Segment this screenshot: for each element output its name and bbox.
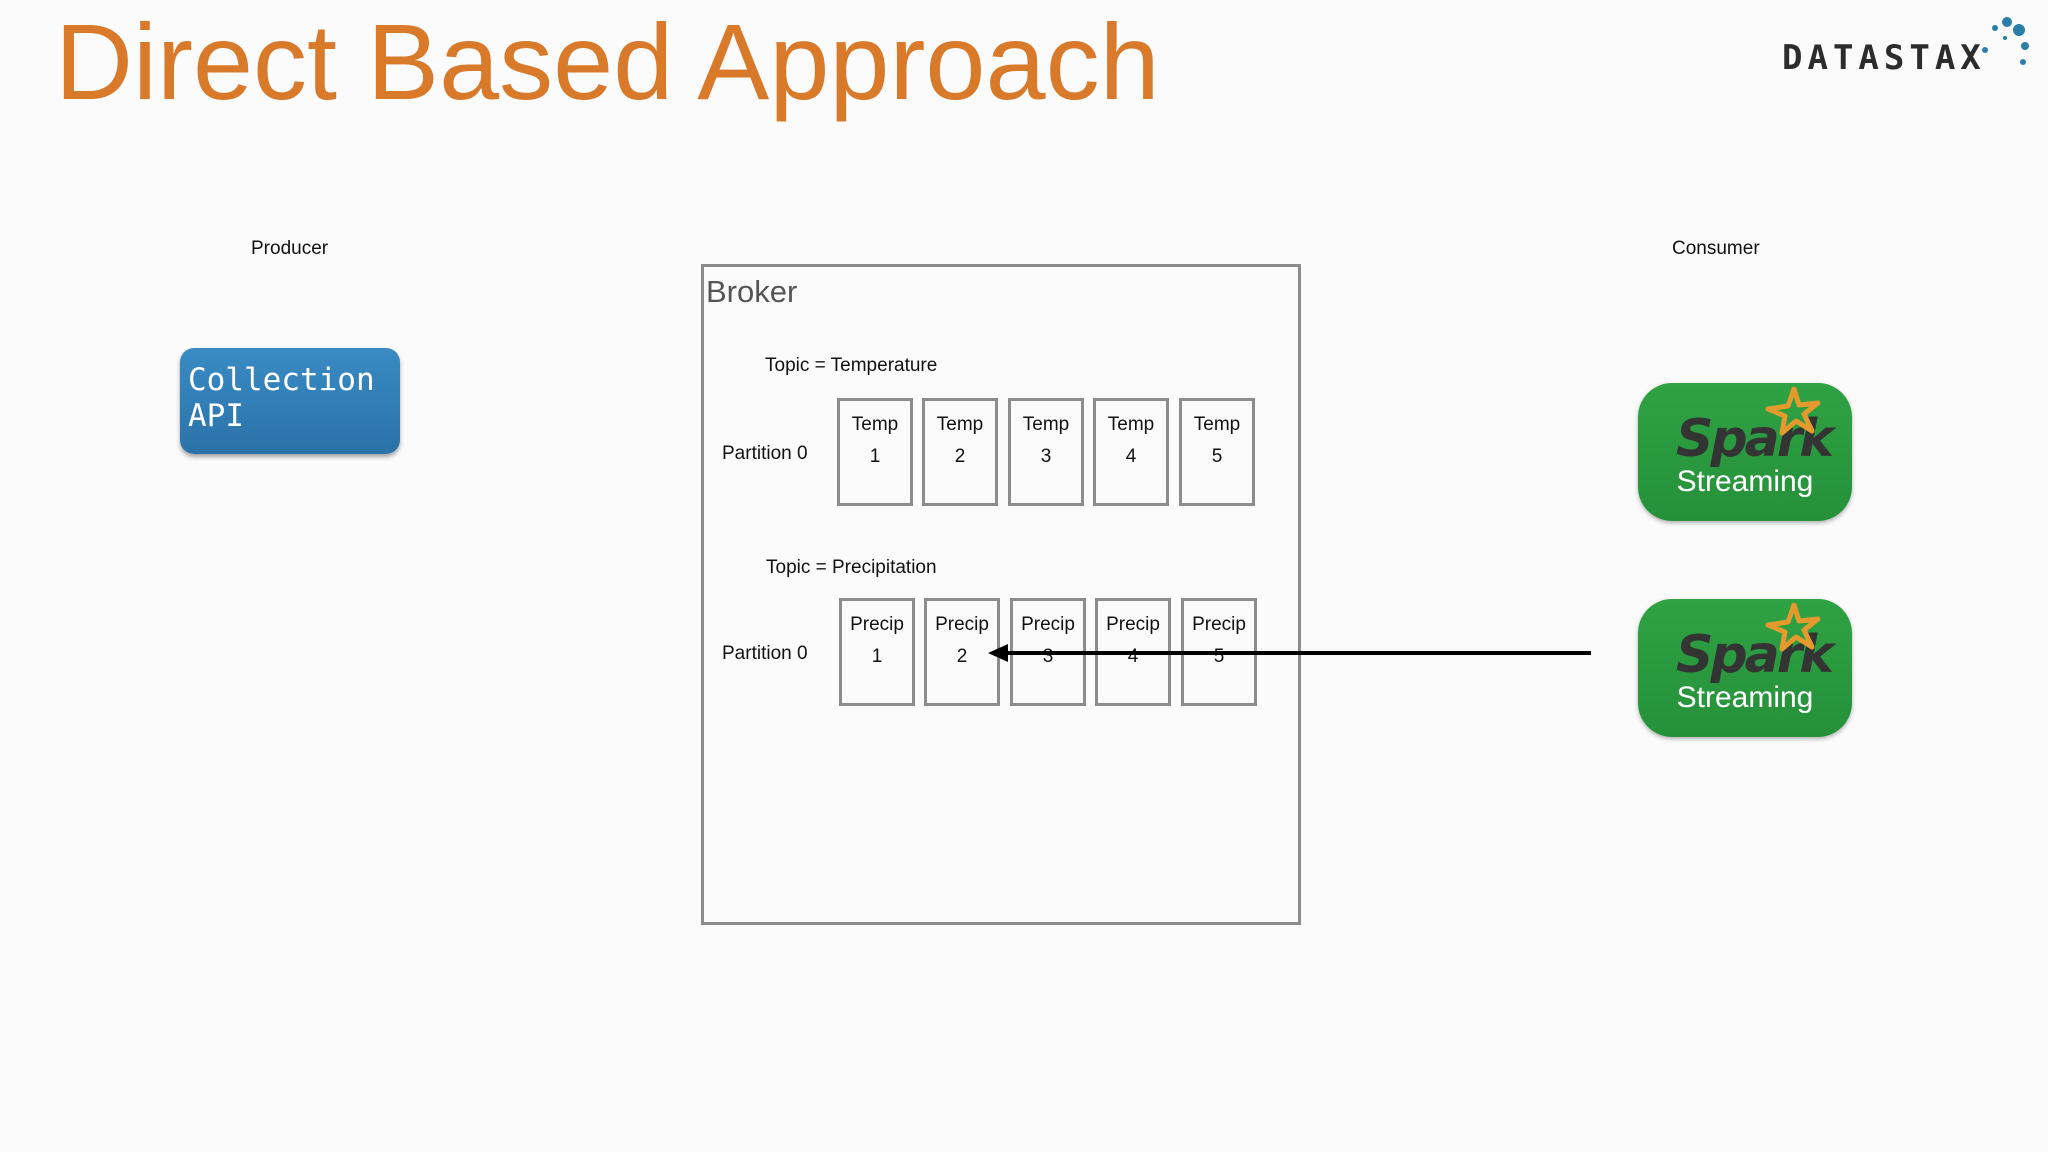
producer-label: Producer — [251, 238, 329, 259]
datastax-logo: DATASTAX — [1782, 38, 1986, 78]
cell-offset: 4 — [1127, 646, 1139, 667]
precip-cell: Precip 4 — [1095, 598, 1171, 706]
spark-star-icon — [1765, 387, 1820, 436]
topic-precipitation-label: Topic = Precipitation — [766, 557, 937, 578]
cell-name: Temp — [1107, 414, 1155, 435]
cell-name: Precip — [1192, 614, 1246, 635]
temp-cell: Temp 5 — [1179, 398, 1255, 506]
cell-offset: 4 — [1125, 446, 1137, 467]
cell-offset: 3 — [1042, 646, 1054, 667]
cell-name: Temp — [851, 414, 899, 435]
cell-offset: 2 — [956, 646, 968, 667]
datastax-logo-dots-icon — [1982, 17, 2029, 65]
temp-cell: Temp 4 — [1093, 398, 1169, 506]
cell-offset: 5 — [1211, 446, 1223, 467]
cell-name: Precip — [850, 614, 904, 635]
broker-box — [701, 264, 1301, 925]
spark-streaming-box: Spark Streaming — [1638, 599, 1852, 737]
precip-cell: Precip 5 — [1181, 598, 1257, 706]
page-title: Direct Based Approach — [55, 1, 1160, 122]
cell-offset: 1 — [871, 646, 883, 667]
cell-name: Precip — [1021, 614, 1075, 635]
cell-name: Temp — [1022, 414, 1070, 435]
streaming-label: Streaming — [1676, 681, 1814, 714]
collection-api-box: Collection API — [180, 348, 400, 454]
precip-cell: Precip 2 — [924, 598, 1000, 706]
cell-offset: 1 — [869, 446, 881, 467]
temp-cell: Temp 3 — [1008, 398, 1084, 506]
consumer-label: Consumer — [1672, 238, 1760, 259]
cell-name: Temp — [936, 414, 984, 435]
topic-temperature-label: Topic = Temperature — [765, 355, 938, 376]
spark-star-icon — [1765, 603, 1820, 652]
cell-offset: 3 — [1040, 446, 1052, 467]
cell-name: Precip — [1106, 614, 1160, 635]
precip-cell: Precip 1 — [839, 598, 915, 706]
streaming-label: Streaming — [1676, 465, 1814, 498]
cell-offset: 5 — [1213, 646, 1225, 667]
precip-cell: Precip 3 — [1010, 598, 1086, 706]
temp-cell: Temp 1 — [837, 398, 913, 506]
broker-label: Broker — [706, 274, 798, 309]
spark-streaming-box: Spark Streaming — [1638, 383, 1852, 521]
cell-name: Precip — [935, 614, 989, 635]
temp-cell: Temp 2 — [922, 398, 998, 506]
cell-offset: 2 — [954, 446, 966, 467]
partition-temperature-label: Partition 0 — [722, 443, 808, 464]
partition-precipitation-label: Partition 0 — [722, 643, 808, 664]
cell-name: Temp — [1193, 414, 1241, 435]
